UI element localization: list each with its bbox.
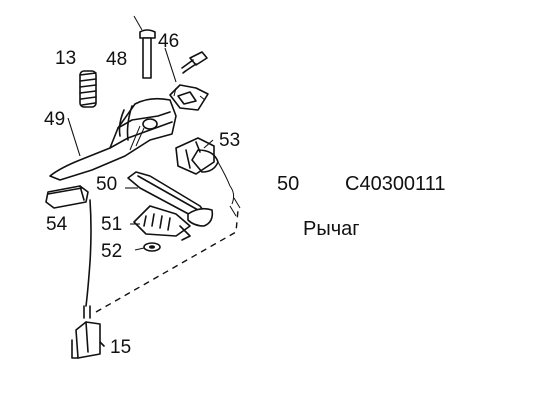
callout-54: 54 xyxy=(46,214,68,235)
leader-lines xyxy=(67,47,214,251)
callout-labels: 13 48 46 49 53 50 54 51 52 15 xyxy=(44,31,240,358)
callout-46: 46 xyxy=(158,31,179,52)
callout-15: 15 xyxy=(110,337,131,358)
callout-51: 51 xyxy=(101,214,122,235)
spring-part-13 xyxy=(79,70,97,108)
callout-49: 49 xyxy=(44,109,65,130)
bracket-part-46 xyxy=(169,84,209,111)
callout-53: 53 xyxy=(219,130,240,151)
callout-48: 48 xyxy=(106,49,127,70)
pin-part-48 xyxy=(133,15,156,79)
part-position-number: 50 xyxy=(277,173,300,195)
washer-part-52 xyxy=(143,242,161,252)
part-name: Рычаг xyxy=(303,218,360,240)
block-part-54 xyxy=(45,185,89,209)
plate-part-51 xyxy=(133,205,214,241)
lever-part-49 xyxy=(49,97,177,181)
screw-part-46 xyxy=(181,51,208,74)
callout-50: 50 xyxy=(96,174,117,195)
wire-harness xyxy=(83,199,239,319)
callout-13: 13 xyxy=(55,48,76,69)
part-code: C40300111 xyxy=(345,173,446,195)
connector-part-15 xyxy=(71,321,105,359)
callout-52: 52 xyxy=(101,241,122,262)
